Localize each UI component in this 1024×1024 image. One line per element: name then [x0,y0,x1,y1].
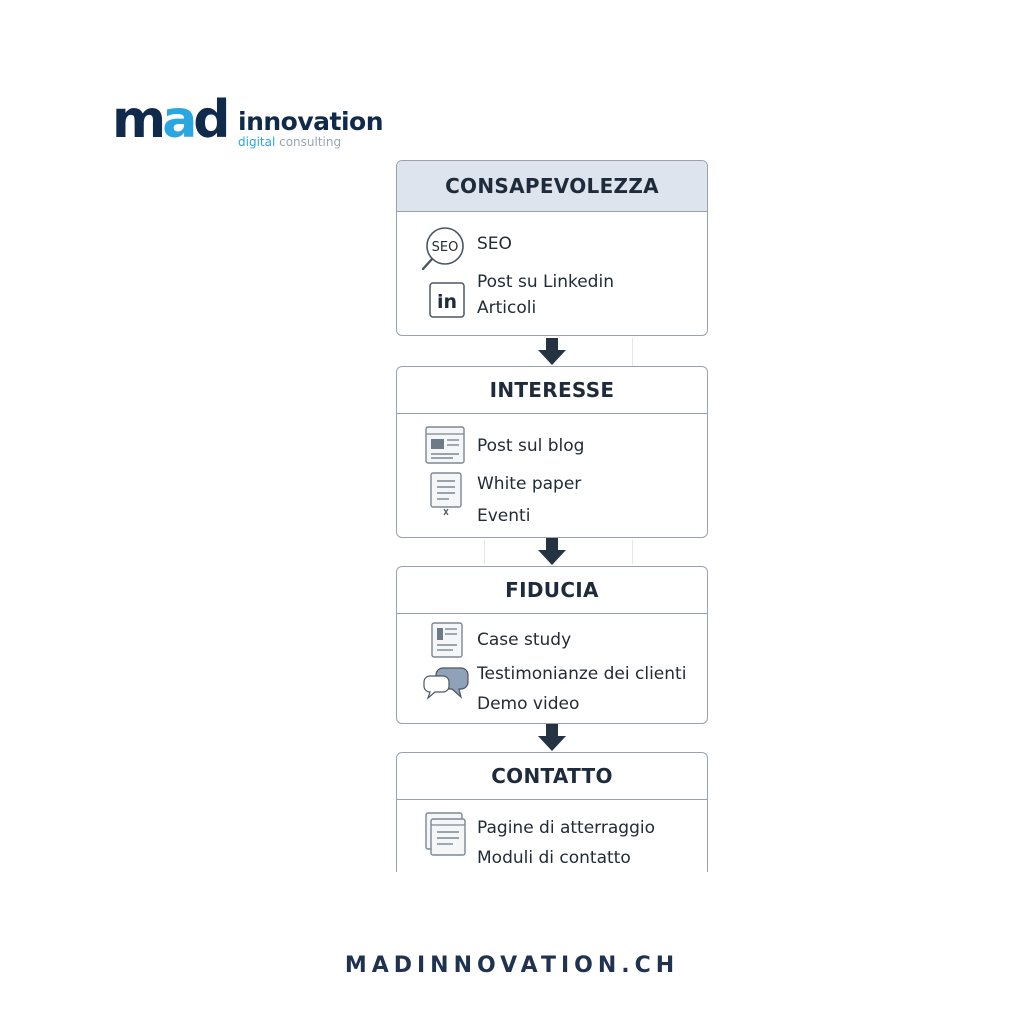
stage-item: Post su Linkedin [477,272,614,292]
speech-bubbles-icon [423,664,469,700]
seo-icon-text: SEO [432,240,459,255]
funnel-stage-interesse: INTERESSE Post sul blog [396,366,708,538]
linkedin-icon-text: in [437,291,457,313]
funnel-stage-consapevolezza: CONSAPEVOLEZZA SEO SEO in Post su Linked… [396,160,708,336]
funnel-stage-contatto: CONTATTO Pagine di atterraggio Moduli di… [396,752,708,892]
stage-item: Demo video [477,694,580,714]
seo-magnifier-icon: SEO [419,226,467,274]
stage-item: SEO [477,234,512,254]
guide-line [484,540,485,564]
brand-logo: mad innovation digital consulting [112,92,384,156]
document-icon [429,472,463,516]
landing-pages-icon [425,812,467,858]
blog-page-icon [425,426,465,464]
guide-line [632,540,633,564]
logo-tagline: digital consulting [238,135,342,149]
crop-mask [380,872,740,912]
logo-mad-wordmark: mad [112,90,231,150]
guide-line [632,338,633,366]
stage-item: Case study [477,630,572,650]
stage-title: INTERESSE [397,367,707,414]
stage-item: Moduli di contatto [477,848,631,868]
stage-item: White paper [477,474,582,494]
funnel-stage-fiducia: FIDUCIA Case study Testimonianze dei cli… [396,566,708,724]
logo-innovation-text: innovation [238,107,384,136]
stage-item: Articoli [477,298,537,318]
stage-item: Pagine di atterraggio [477,818,655,838]
case-study-icon [431,622,463,658]
stage-item: Testimonianze dei clienti [477,664,687,684]
stage-title: CONTATTO [397,753,707,800]
arrow-down-icon [536,724,568,757]
linkedin-icon: in [429,282,465,318]
stage-title: FIDUCIA [397,567,707,614]
stage-item: Post sul blog [477,436,585,456]
footer-website-link[interactable]: MADINNOVATION.CH [344,953,680,978]
arrow-down-icon [536,338,568,371]
arrow-down-icon [536,538,568,571]
stage-item: Eventi [477,506,531,526]
stage-title: CONSAPEVOLEZZA [397,161,707,212]
